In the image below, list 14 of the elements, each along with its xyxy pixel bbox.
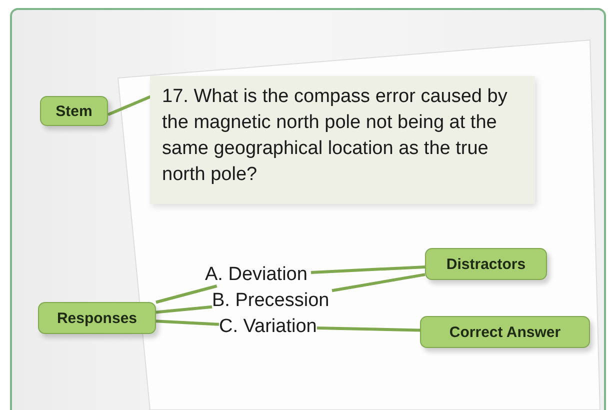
answer-option: B. Precession bbox=[212, 290, 332, 312]
leader-line bbox=[332, 273, 426, 292]
leader-line bbox=[316, 326, 420, 332]
leader-line bbox=[156, 305, 212, 314]
leader-line bbox=[156, 284, 218, 304]
callout-label: Distractors bbox=[425, 248, 547, 280]
answer-option: C. Variation bbox=[219, 316, 317, 338]
callout-label: Responses bbox=[38, 302, 156, 334]
leader-line bbox=[310, 265, 426, 274]
answer-option: A. Deviation bbox=[205, 264, 311, 286]
question-text: 17. What is the compass error caused by the magnetic north pole not being at the same geographical location as the true north pole? bbox=[150, 76, 535, 204]
leader-line bbox=[156, 320, 220, 326]
callout-label: Correct Answer bbox=[420, 316, 590, 348]
callout-label: Stem bbox=[40, 96, 108, 126]
